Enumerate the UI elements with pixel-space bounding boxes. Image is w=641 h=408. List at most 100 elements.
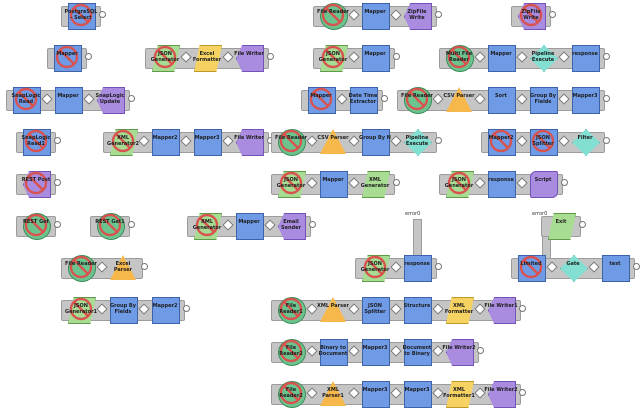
- snap-limited[interactable]: Limited: [515, 253, 547, 282]
- output-port-icon[interactable]: [54, 179, 61, 186]
- output-port-icon[interactable]: [141, 263, 148, 270]
- snap-json-splitter[interactable]: JSON Splitter: [527, 127, 559, 156]
- output-port-icon[interactable]: [183, 305, 190, 312]
- snap-file-writer2[interactable]: File Writer2: [442, 337, 476, 366]
- snap-mapper3[interactable]: Mapper3: [191, 127, 223, 156]
- snap-file-reader2[interactable]: File Reader2: [275, 379, 307, 408]
- output-port-icon[interactable]: [519, 305, 526, 312]
- output-port-icon[interactable]: [603, 95, 610, 102]
- snap-file-reader1[interactable]: File Reader1: [275, 295, 307, 324]
- snap-mapper2[interactable]: Mapper2: [485, 127, 517, 156]
- snap-mapper[interactable]: Mapper: [52, 85, 84, 114]
- snap-pipeline-execute[interactable]: Pipeline Execute: [527, 43, 559, 72]
- snap-xml-parser[interactable]: XML Parser: [317, 295, 349, 324]
- snap-xml-generator[interactable]: XML Generator: [359, 169, 391, 198]
- output-port-icon[interactable]: [85, 53, 92, 60]
- output-port-icon[interactable]: [267, 53, 274, 60]
- snap-snaplogic-read1[interactable]: SnapLogic Read1: [20, 127, 52, 156]
- output-port-icon[interactable]: [393, 179, 400, 186]
- snap-exit[interactable]: Exit: [545, 211, 577, 240]
- snap-response[interactable]: response: [401, 253, 433, 282]
- snap-json-generator1[interactable]: JSON Generator1: [65, 295, 97, 324]
- output-port-icon[interactable]: [435, 137, 442, 144]
- snap-file-reader2[interactable]: File Reader2: [275, 337, 307, 366]
- output-port-icon[interactable]: [99, 11, 106, 18]
- snap-response[interactable]: response: [569, 43, 601, 72]
- snap-pipeline-execute[interactable]: Pipeline Execute: [401, 127, 433, 156]
- snap-structure[interactable]: Structure: [401, 295, 433, 324]
- snap-xml-generator2[interactable]: XML Generator2: [107, 127, 139, 156]
- snap-file-writer2[interactable]: File Writer2: [484, 379, 518, 408]
- output-port-icon[interactable]: [477, 347, 484, 354]
- snap-csv-parser[interactable]: CSV Parser: [317, 127, 349, 156]
- snap-mapper2[interactable]: Mapper2: [149, 295, 181, 324]
- snap-excel-parser[interactable]: Excel Parser: [107, 253, 139, 282]
- snap-group-by-fields[interactable]: Group By Fields: [527, 85, 559, 114]
- snap-rest-post[interactable]: REST Post: [20, 169, 52, 198]
- snap-mapper[interactable]: Mapper: [233, 211, 265, 240]
- output-port-icon[interactable]: [54, 221, 61, 228]
- snap-mapper2[interactable]: Mapper2: [149, 127, 181, 156]
- snap-json-generator[interactable]: JSON Generator: [443, 169, 475, 198]
- snap-json-generator[interactable]: JSON Generator: [275, 169, 307, 198]
- output-port-icon[interactable]: [579, 221, 586, 228]
- snap-mapper[interactable]: Mapper: [305, 85, 337, 114]
- snap-xml-generator[interactable]: XML Generator: [191, 211, 223, 240]
- snap-mapper3[interactable]: Mapper3: [401, 379, 433, 408]
- output-port-icon[interactable]: [393, 53, 400, 60]
- snap-xml-parser1[interactable]: XML Parser1: [317, 379, 349, 408]
- output-port-icon[interactable]: [435, 11, 442, 18]
- output-port-icon[interactable]: [128, 221, 135, 228]
- snap-file-reader[interactable]: File Reader: [401, 85, 433, 114]
- snap-group-by-n[interactable]: Group By N: [359, 127, 391, 156]
- snap-response[interactable]: response: [485, 169, 517, 198]
- snap-zipfile-write[interactable]: ZipFile Write: [515, 1, 547, 30]
- output-port-icon[interactable]: [54, 137, 61, 144]
- snap-date-time-extractor[interactable]: Date Time Extractor: [347, 85, 379, 114]
- snap-rest-get[interactable]: REST Get: [20, 211, 52, 240]
- snap-snaplogic-update[interactable]: SnapLogic Update: [94, 85, 126, 114]
- output-port-icon[interactable]: [603, 53, 610, 60]
- snap-test[interactable]: test: [599, 253, 631, 282]
- output-port-icon[interactable]: [435, 263, 442, 270]
- snap-json-generator[interactable]: JSON Generator: [359, 253, 391, 282]
- snap-file-writer[interactable]: File Writer: [233, 43, 265, 72]
- output-port-icon[interactable]: [381, 95, 388, 102]
- snap-xml-formatter1[interactable]: XML Formatter1: [443, 379, 475, 408]
- snap-file-writer[interactable]: File Writer: [233, 127, 265, 156]
- snap-mapper3[interactable]: Mapper3: [359, 337, 391, 366]
- output-port-icon[interactable]: [633, 263, 640, 270]
- snap-email-sender[interactable]: Email Sender: [275, 211, 307, 240]
- snap-mapper[interactable]: Mapper: [51, 43, 83, 72]
- output-port-icon[interactable]: [309, 221, 316, 228]
- snap-excel-formatter[interactable]: Excel Formatter: [191, 43, 223, 72]
- snap-file-reader[interactable]: File Reader: [317, 1, 349, 30]
- snap-snaplogic-read[interactable]: SnapLogic Read: [10, 85, 42, 114]
- snap-multi-file-reader[interactable]: Multi File Reader: [443, 43, 475, 72]
- snap-file-reader[interactable]: File Reader: [65, 253, 97, 282]
- snap-postgresql-select[interactable]: PostgreSQL - Select: [65, 1, 97, 30]
- snap-csv-parser[interactable]: CSV Parser: [443, 85, 475, 114]
- snap-xml-formatter[interactable]: XML Formatter: [443, 295, 475, 324]
- snap-mapper[interactable]: Mapper: [359, 1, 391, 30]
- output-port-icon[interactable]: [519, 389, 526, 396]
- snap-zipfile-write[interactable]: ZipFile Write: [401, 1, 433, 30]
- snap-group-by-fields[interactable]: Group By Fields: [107, 295, 139, 324]
- snap-mapper3[interactable]: Mapper3: [359, 379, 391, 408]
- snap-script[interactable]: Script: [527, 169, 559, 198]
- snap-mapper[interactable]: Mapper: [359, 43, 391, 72]
- output-port-icon[interactable]: [561, 179, 568, 186]
- snap-sort[interactable]: Sort: [485, 85, 517, 114]
- snap-mapper[interactable]: Mapper: [317, 169, 349, 198]
- snap-gate[interactable]: Gate: [557, 253, 589, 282]
- snap-filter[interactable]: Filter: [569, 127, 601, 156]
- snap-mapper3[interactable]: Mapper3: [569, 85, 601, 114]
- snap-rest-get1[interactable]: REST Get1: [94, 211, 126, 240]
- output-port-icon[interactable]: [603, 137, 610, 144]
- snap-json-generator[interactable]: JSON Generator: [317, 43, 349, 72]
- output-port-icon[interactable]: [128, 95, 135, 102]
- snap-mapper[interactable]: Mapper: [485, 43, 517, 72]
- snap-document-to-binary[interactable]: Document to Binary: [401, 337, 433, 366]
- snap-file-reader[interactable]: File Reader: [275, 127, 307, 156]
